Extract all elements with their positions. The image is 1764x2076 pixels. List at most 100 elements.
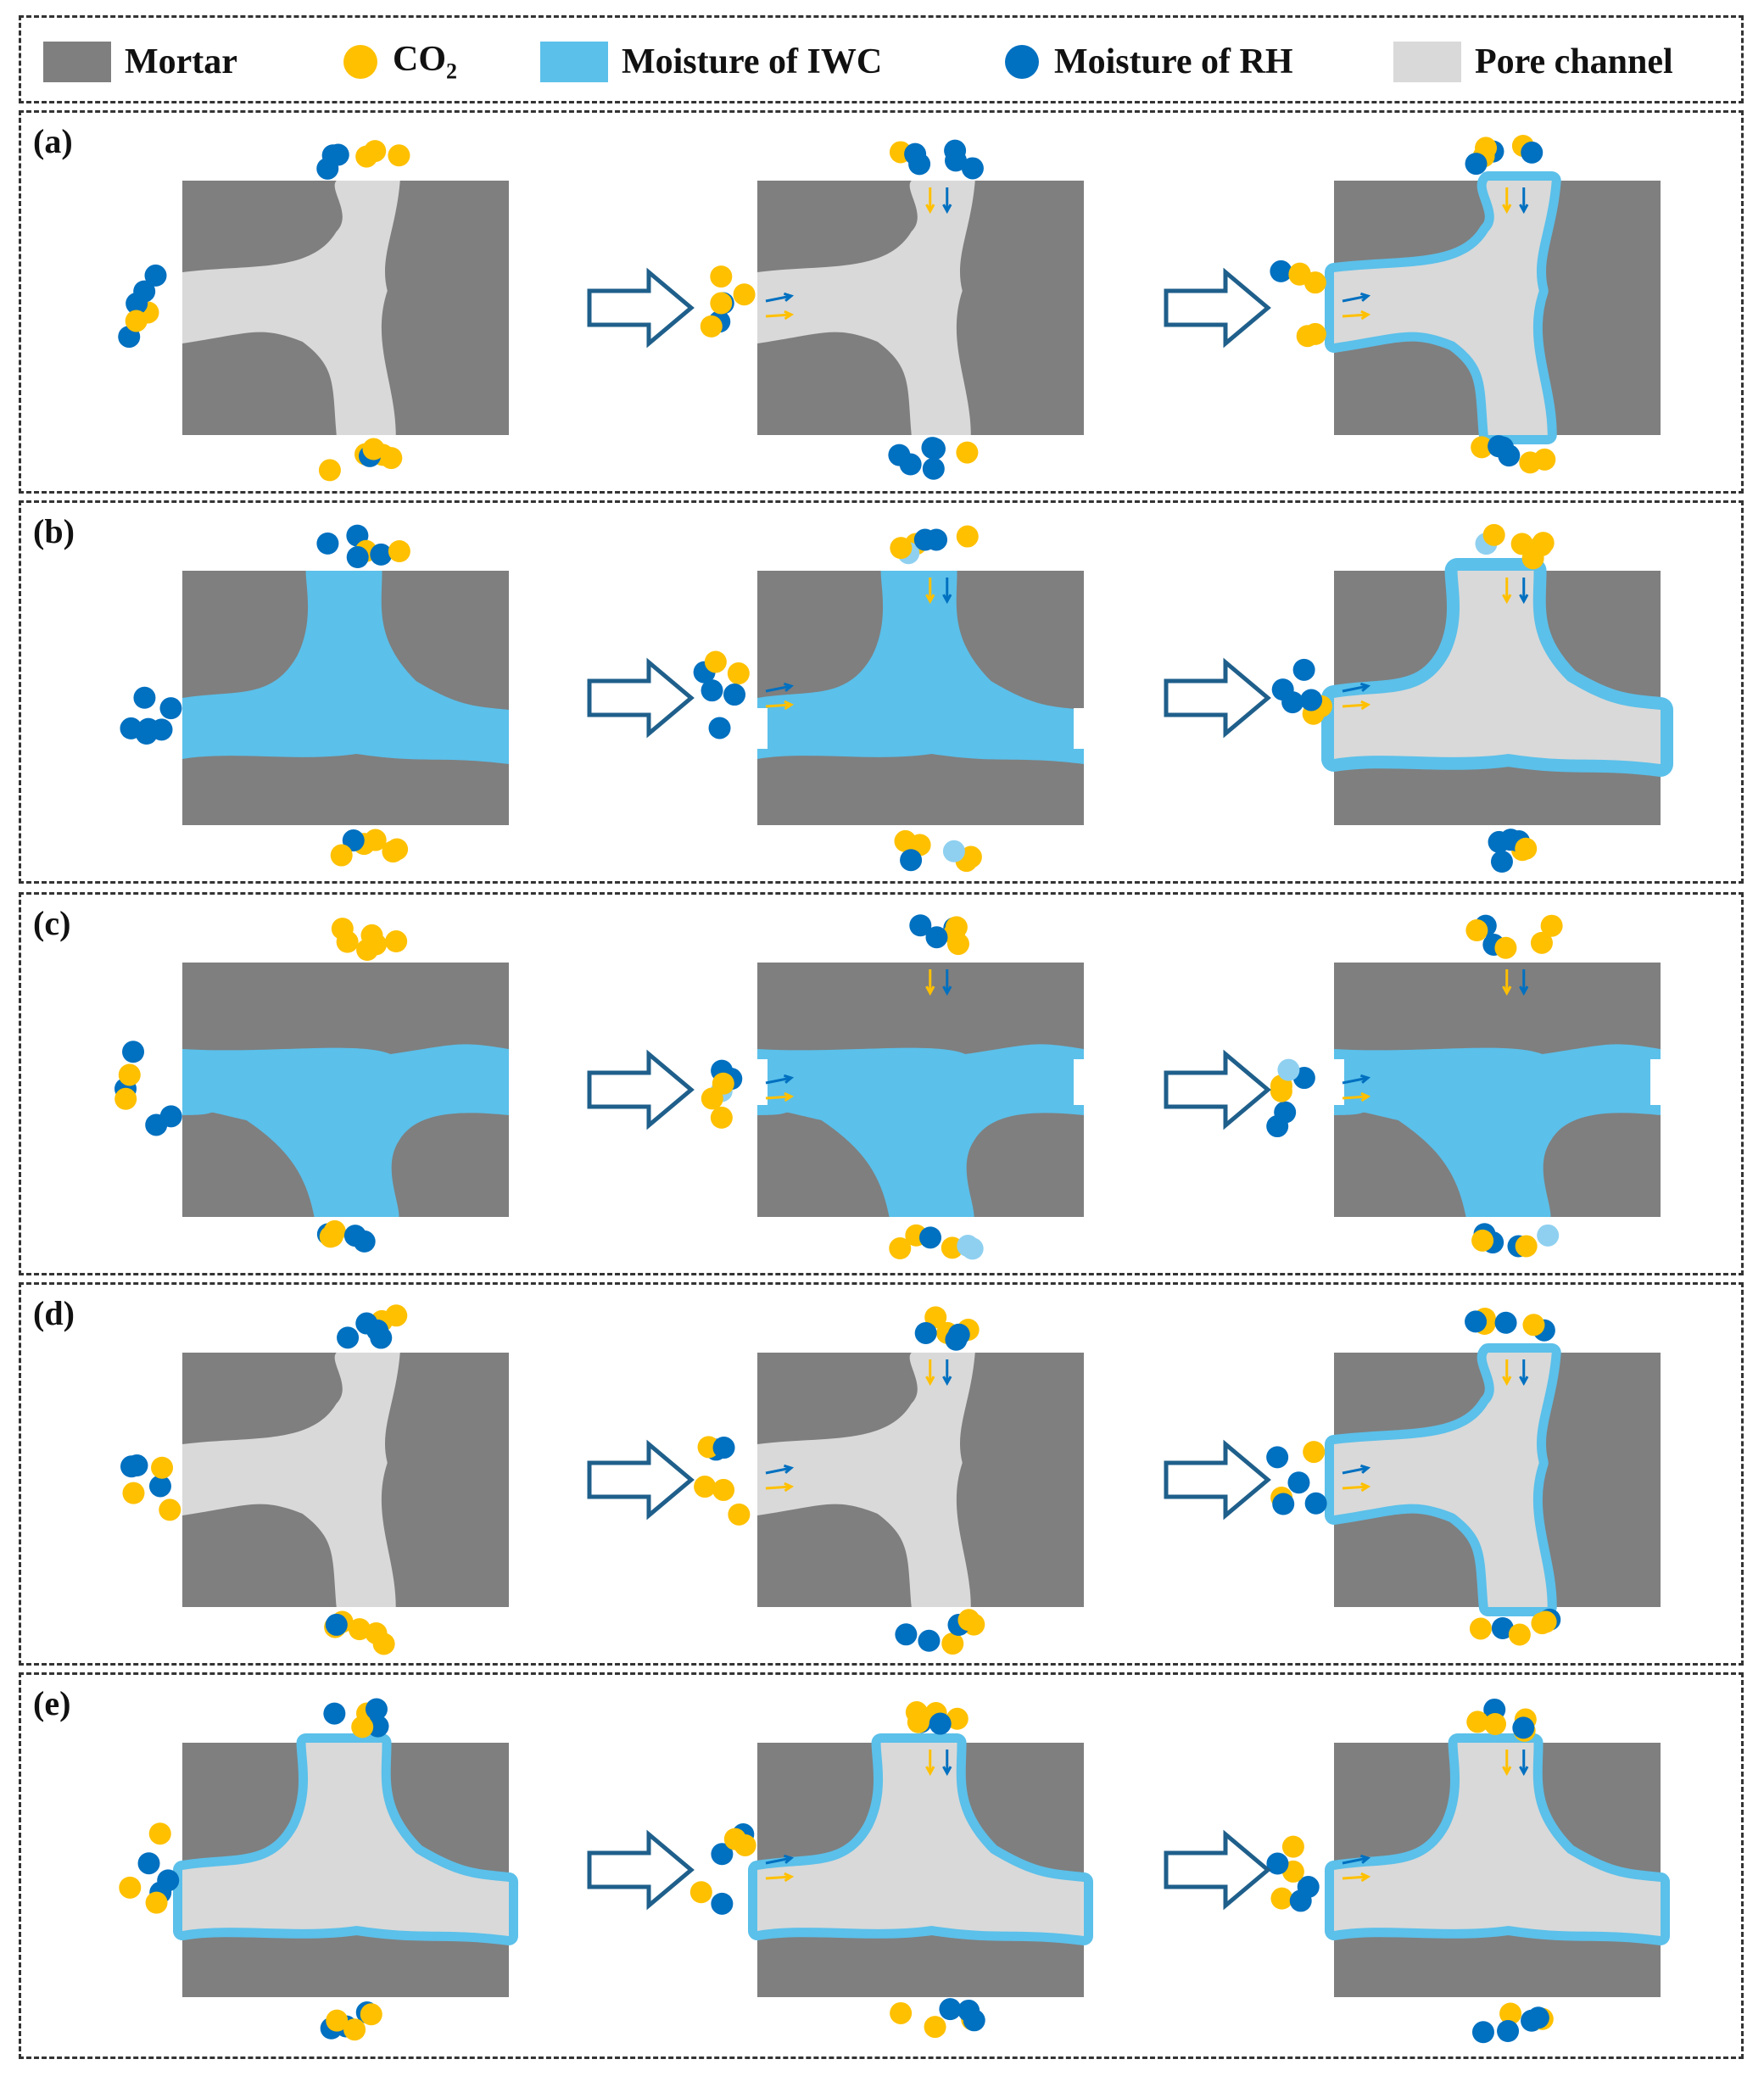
co2-molecule — [1530, 931, 1553, 954]
legend-item-mortar: Mortar — [43, 36, 237, 87]
iwc-filled-channel — [182, 1044, 509, 1217]
rh-moisture-molecule — [159, 697, 182, 720]
legend-label: Pore channel — [1475, 42, 1673, 81]
stage-1 — [182, 571, 509, 825]
rh-moisture-molecule — [944, 139, 967, 162]
diffusion-arrow — [765, 313, 792, 318]
co2-molecule — [727, 662, 750, 685]
diffusion-arrow-head — [1359, 1074, 1371, 1084]
diffusion-arrow-head — [783, 1464, 795, 1474]
co2-molecule — [330, 844, 353, 867]
pore-swatch — [1393, 42, 1461, 82]
diffusion-arrow-head — [1359, 682, 1371, 692]
rh-moisture-molecule — [1271, 678, 1294, 701]
legend: Mortar CO2 Moisture of IWC Moisture of R… — [19, 15, 1744, 103]
rh-moisture-molecule — [1488, 830, 1510, 853]
stage-3 — [1325, 1733, 1670, 1997]
rh-moisture-molecule — [961, 157, 984, 180]
panel-d: (d) — [19, 1282, 1744, 1666]
co2-molecule — [1471, 1229, 1494, 1252]
rh-moisture-molecule — [133, 280, 156, 303]
co2-molecule — [119, 1876, 142, 1899]
rh-moisture-molecule — [895, 1623, 918, 1646]
rh-moisture-molecule — [122, 1041, 145, 1063]
legend-label: Moisture of IWC — [622, 42, 883, 81]
iwc-swatch — [540, 42, 608, 82]
co2-molecule — [890, 537, 913, 560]
rh-moisture-molecule — [355, 1312, 378, 1335]
diffusion-arrow-head — [1502, 1766, 1512, 1777]
diffusion-arrow — [1342, 1095, 1369, 1100]
co2-molecule — [1281, 1835, 1304, 1858]
rh-moisture-molecule — [1270, 260, 1292, 282]
process-arrow-icon — [1164, 267, 1271, 349]
rh-moisture-molecule — [159, 1105, 182, 1128]
rh-moisture-molecule — [1292, 658, 1315, 681]
legend-label: Moisture of RH — [1054, 42, 1293, 81]
legend-item-pore-channel: Pore channel — [1393, 36, 1673, 87]
diffusion-arrow — [765, 1485, 792, 1490]
rh-moisture-molecule — [708, 717, 731, 739]
co2-molecule — [1515, 1235, 1538, 1258]
retreat-notch — [1074, 708, 1087, 749]
rh-moisture-molecule — [1300, 689, 1323, 712]
diffusion-arrow-head — [925, 985, 935, 996]
pore-channel — [182, 1353, 400, 1607]
rh-moisture-molecule — [929, 1712, 952, 1735]
pore-channel — [757, 1353, 975, 1607]
diffusion-arrow-head — [1519, 1376, 1529, 1387]
co2-molecule — [728, 1503, 751, 1526]
rh-moisture-molecule — [342, 829, 365, 852]
co2-molecule — [1522, 1314, 1545, 1337]
rh-moisture-molecule — [922, 457, 945, 480]
co2-molecule — [1469, 1617, 1492, 1640]
co2-molecule — [946, 1707, 969, 1730]
diffusion-arrow-head — [1519, 985, 1529, 996]
co2-molecule — [388, 144, 410, 167]
co2-molecule — [385, 930, 408, 953]
co2-molecule — [1270, 1080, 1292, 1102]
rh-moisture-molecule — [137, 1852, 160, 1875]
stage-3 — [1325, 1343, 1661, 1616]
rh-moisture-molecule — [157, 1869, 180, 1892]
co2-molecule — [956, 441, 979, 464]
legend-item-moisture-rh: Moisture of RH — [1005, 36, 1293, 87]
diffusion-arrow-head — [1502, 594, 1512, 605]
co2-molecule — [365, 933, 388, 956]
co2-molecule — [723, 1828, 746, 1850]
rh-moisture-molecule — [1266, 1446, 1289, 1469]
rh-moisture-molecule — [711, 1892, 734, 1915]
stage-3 — [1331, 963, 1664, 1217]
co2-molecule — [388, 540, 410, 563]
co2-molecule — [700, 315, 723, 338]
co2-molecule — [321, 1225, 343, 1247]
rh-moisture-molecule — [957, 1999, 980, 2022]
co2-molecule — [712, 1478, 735, 1501]
co2-dot-icon — [343, 45, 377, 79]
co2-molecule — [1482, 523, 1505, 546]
diffusion-arrow-head — [942, 594, 952, 605]
co2-molecule — [122, 1482, 145, 1504]
diffusion-arrow-head — [1360, 1482, 1371, 1493]
evaporated-moisture-molecule — [1537, 1224, 1560, 1247]
stage-2 — [757, 181, 1084, 435]
diffusion-arrow-head — [784, 1872, 795, 1883]
panel-diagram — [120, 523, 1673, 873]
rh-moisture-molecule — [909, 914, 932, 937]
diffusion-arrow-head — [1359, 1464, 1371, 1474]
co2-molecule — [348, 1618, 371, 1641]
retreat-notch — [1331, 1059, 1344, 1105]
diffusion-arrow-head — [925, 1766, 935, 1777]
pore-channel — [1334, 571, 1661, 764]
rh-moisture-molecule — [900, 849, 923, 872]
co2-molecule — [118, 1063, 141, 1086]
co2-molecule — [114, 1087, 137, 1110]
rh-moisture-molecule — [939, 1998, 962, 2021]
co2-molecule — [694, 1476, 717, 1498]
diffusion-arrow — [765, 1856, 792, 1865]
diffusion-arrow — [765, 703, 792, 708]
rh-moisture-molecule — [1266, 1115, 1289, 1138]
pore-channel — [1334, 181, 1552, 435]
rh-moisture-molecule — [366, 1715, 389, 1738]
rh-moisture-molecule — [144, 264, 167, 287]
